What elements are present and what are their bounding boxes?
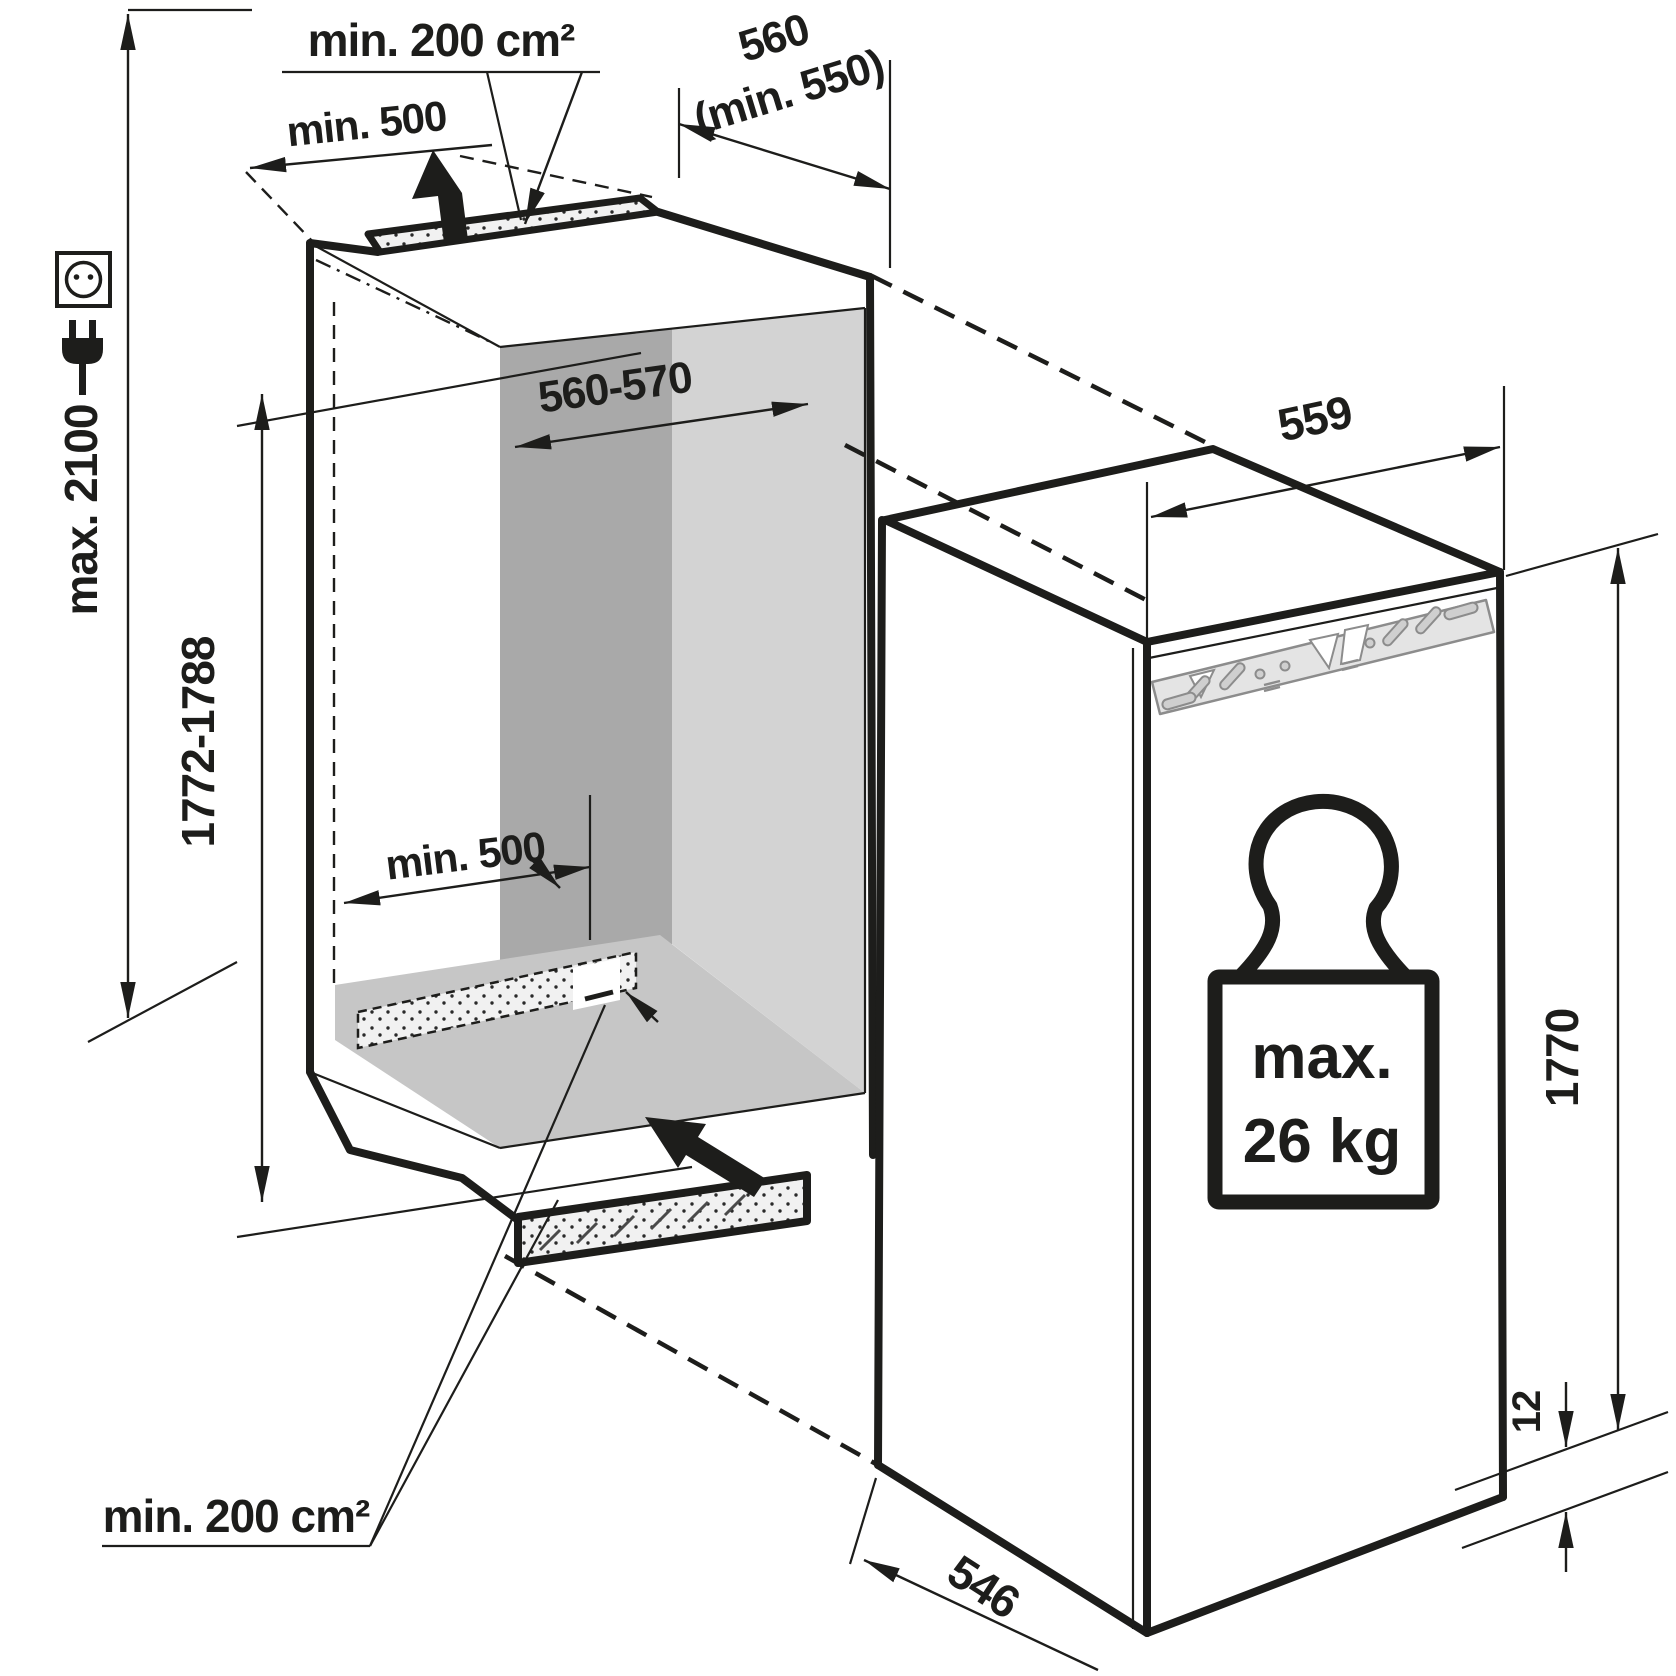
airflow-up-arrow-icon (412, 150, 468, 243)
dim-plinth-gap: 12 (1505, 1382, 1574, 1572)
floor-vent-notch-tick (584, 989, 614, 1002)
niche-back-wall (500, 329, 672, 960)
dim-label-appliance-height: 1770 (1536, 1009, 1588, 1107)
mounting-bracket (1150, 598, 1496, 716)
appliance-front-right-edge (1496, 568, 1507, 1501)
appliance-base-line (1454, 1410, 1669, 1492)
appliance: max. 26 kg (874, 445, 1669, 1637)
floor-vent-band (356, 950, 638, 1050)
dim-label-appliance-depth: 546 (939, 1545, 1029, 1629)
dim-clearance-top: min. 500 (249, 92, 493, 173)
floor-line (1461, 1470, 1669, 1550)
dim-niche-height: 1772-1788 (172, 351, 693, 1239)
worktop-dash-right (459, 154, 653, 199)
appliance-top-face (885, 449, 1500, 642)
weight-value-label: 26 kg (1243, 1107, 1402, 1176)
projection-top (870, 273, 1215, 449)
dim-vent-bottom: min. 200 cm² (102, 1004, 607, 1548)
worktop-dash-left (245, 171, 315, 244)
dim-label-vent-top: min. 200 cm² (308, 14, 575, 66)
niche-opening-top-edge (499, 306, 866, 349)
niche-front-right-edge (866, 273, 877, 1159)
niche-opening-bottom-edge (499, 1091, 866, 1150)
niche-side-wall (672, 308, 865, 1093)
dim-appliance-height: 1770 (1505, 532, 1659, 1430)
projection-middle (843, 442, 1152, 605)
appliance-bottom-front-edge (1143, 1493, 1507, 1637)
airflow-in-arrow-icon (645, 1117, 766, 1197)
niche (306, 150, 877, 1267)
top-vent-strip (364, 194, 662, 256)
niche-frame-bottom-edge (309, 1070, 501, 1150)
projection-lines (245, 154, 1215, 1466)
dim-label-clearance-top: min. 500 (284, 92, 448, 155)
niche-frame-edge (309, 242, 501, 348)
weight-icon: max. 26 kg (1207, 793, 1440, 1210)
niche-top-left-step (306, 239, 382, 256)
dim-label-plinth-gap: 12 (1505, 1391, 1549, 1434)
niche-hidden-frame-edge (315, 258, 496, 346)
appliance-door-top-line (1148, 586, 1498, 660)
power-icons (55, 251, 112, 395)
appliance-side-face (878, 520, 1147, 1633)
power-plug-icon (62, 320, 103, 395)
appliance-back-left-edge (874, 516, 886, 1469)
dim-label-niche-height: 1772-1788 (172, 636, 224, 847)
dim-ceiling-height: max. 2100 (55, 8, 252, 1043)
power-socket-icon (55, 251, 112, 308)
dim-label-vent-bottom: min. 200 cm² (103, 1490, 370, 1542)
weight-max-label: max. (1251, 1023, 1392, 1092)
dim-label-ceiling-height: max. 2100 (55, 405, 107, 616)
plinth-vent-strip (514, 1171, 811, 1267)
dim-vent-top: min. 200 cm² (282, 14, 600, 225)
appliance-bottom-side-edge (874, 1461, 1151, 1637)
projection-bottom (503, 1254, 878, 1466)
niche-top-right-edge (654, 208, 874, 281)
dim-label-appliance-width: 559 (1273, 385, 1356, 451)
